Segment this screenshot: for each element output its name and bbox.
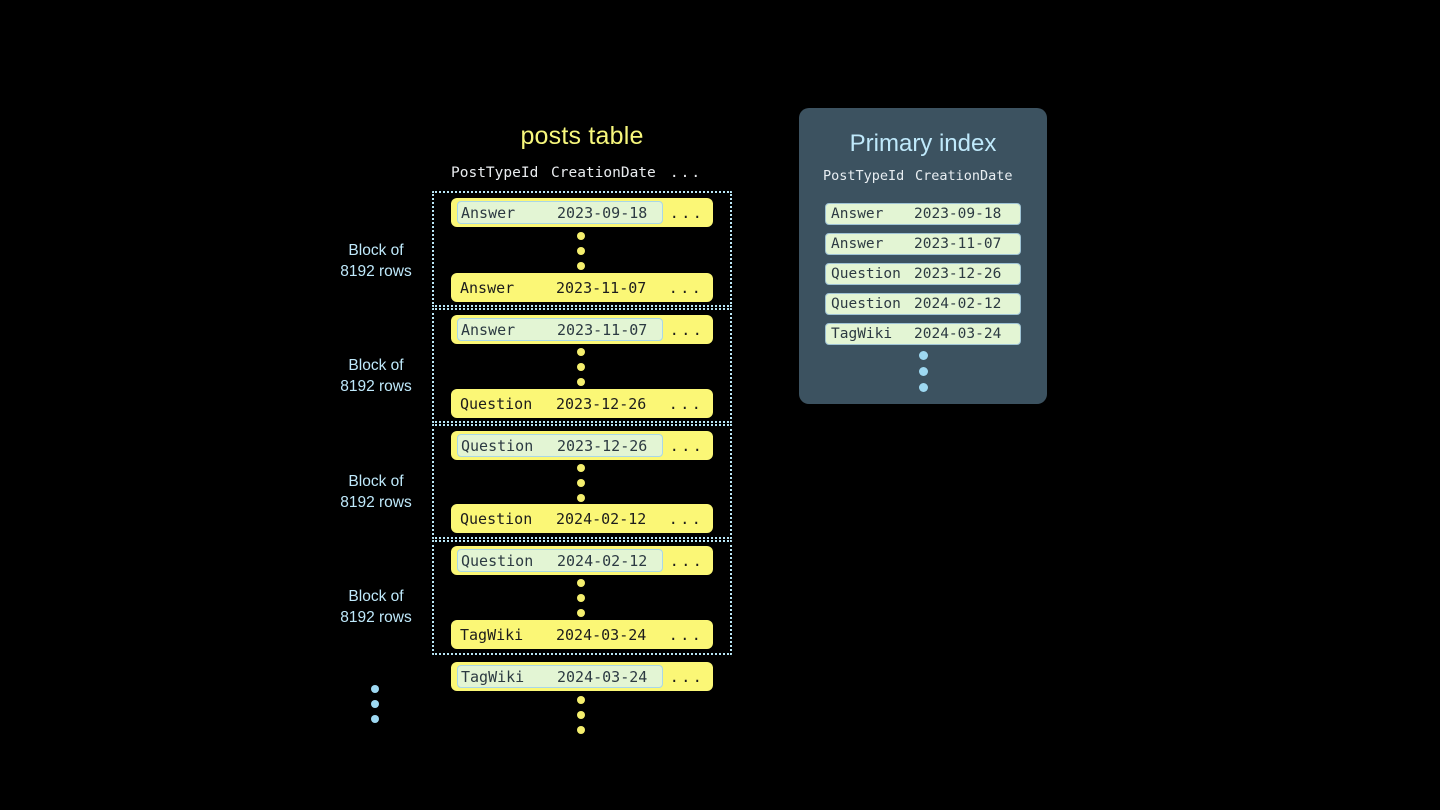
- index-cell-posttypeid: Answer: [831, 206, 884, 222]
- index-cell-creationdate: 2024-02-12: [914, 296, 1002, 312]
- blocks-ellipsis-vertical: [369, 685, 381, 723]
- index-column-header-posttypeid: PostTypeId: [823, 168, 905, 184]
- block-4-label-line1: Block of: [348, 588, 404, 605]
- primary-index-panel: Primary index PostTypeId CreationDate An…: [799, 108, 1047, 404]
- row-ellipsis-vertical: [575, 579, 587, 617]
- index-row[interactable]: Answer 2023-09-18: [825, 203, 1021, 225]
- cell-posttypeid: Answer: [461, 203, 516, 222]
- index-row[interactable]: Answer 2023-11-07: [825, 233, 1021, 255]
- primary-index-rows: Answer 2023-09-18 Answer 2023-11-07 Ques…: [825, 203, 1021, 353]
- cell-posttypeid: Answer: [461, 320, 516, 339]
- index-ellipsis-vertical: [799, 351, 1047, 392]
- cell-creationdate: 2023-12-26: [557, 436, 648, 455]
- cell-posttypeid: Question: [461, 436, 534, 455]
- row-ellipsis-vertical: [575, 348, 587, 386]
- row-key-cell: Answer 2023-09-18: [457, 201, 663, 224]
- row-key-cell: Answer 2023-11-07: [457, 276, 661, 299]
- cell-more: ...: [669, 320, 705, 339]
- cell-creationdate: 2024-03-24: [557, 667, 648, 686]
- block-2: [432, 308, 732, 423]
- block-2-label-line1: Block of: [348, 357, 404, 374]
- row-ellipsis-vertical: [575, 464, 587, 502]
- row-key-cell: Question 2024-02-12: [457, 549, 663, 572]
- posts-table-column-headers: PostTypeId CreationDate ...: [451, 165, 713, 181]
- table-row[interactable]: TagWiki 2024-03-24 ...: [451, 620, 713, 649]
- table-row[interactable]: Question 2023-12-26 ...: [451, 431, 713, 460]
- cell-more: ...: [669, 436, 705, 455]
- row-ellipsis-vertical: [575, 232, 587, 270]
- column-header-creationdate: CreationDate: [551, 165, 656, 181]
- block-3: [432, 424, 732, 539]
- cell-more: ...: [669, 203, 705, 222]
- block-3-label: Block of 8192 rows: [296, 471, 456, 513]
- cell-posttypeid: Answer: [460, 278, 515, 297]
- row-key-cell: Answer 2023-11-07: [457, 318, 663, 341]
- cell-creationdate: 2023-11-07: [556, 278, 647, 297]
- index-row[interactable]: Question 2023-12-26: [825, 263, 1021, 285]
- cell-posttypeid: Question: [460, 394, 533, 413]
- index-cell-posttypeid: TagWiki: [831, 326, 893, 342]
- block-2-label-line2: 8192 rows: [340, 378, 412, 395]
- cell-creationdate: 2024-03-24: [556, 625, 647, 644]
- index-row[interactable]: TagWiki 2024-03-24: [825, 323, 1021, 345]
- cell-creationdate: 2024-02-12: [556, 509, 647, 528]
- posts-table-title: posts table: [520, 122, 644, 150]
- block-4-label-line2: 8192 rows: [340, 609, 412, 626]
- block-3-label-line2: 8192 rows: [340, 494, 412, 511]
- index-row[interactable]: Question 2024-02-12: [825, 293, 1021, 315]
- block-2-label: Block of 8192 rows: [296, 355, 456, 397]
- table-row[interactable]: Answer 2023-11-07 ...: [451, 273, 713, 302]
- cell-posttypeid: TagWiki: [461, 667, 525, 686]
- cell-posttypeid: TagWiki: [460, 625, 524, 644]
- cell-more: ...: [669, 551, 705, 570]
- cell-more: ...: [668, 394, 704, 413]
- block-4-label: Block of 8192 rows: [296, 586, 456, 628]
- index-cell-posttypeid: Question: [831, 296, 901, 312]
- index-cell-creationdate: 2023-09-18: [914, 206, 1002, 222]
- index-cell-posttypeid: Answer: [831, 236, 884, 252]
- column-header-more: ...: [669, 165, 703, 181]
- cell-creationdate: 2023-12-26: [556, 394, 647, 413]
- cell-more: ...: [669, 667, 705, 686]
- table-row[interactable]: Answer 2023-11-07 ...: [451, 315, 713, 344]
- row-key-cell: Question 2023-12-26: [457, 392, 661, 415]
- block-1: [432, 191, 732, 307]
- cell-more: ...: [668, 509, 704, 528]
- table-row[interactable]: Question 2024-02-12 ...: [451, 504, 713, 533]
- index-column-header-creationdate: CreationDate: [915, 168, 1013, 184]
- index-cell-posttypeid: Question: [831, 266, 901, 282]
- cell-more: ...: [668, 625, 704, 644]
- row-key-cell: TagWiki 2024-03-24: [457, 623, 661, 646]
- cell-posttypeid: Question: [460, 509, 533, 528]
- cell-creationdate: 2023-11-07: [557, 320, 648, 339]
- index-cell-creationdate: 2023-12-26: [914, 266, 1002, 282]
- cell-creationdate: 2023-09-18: [557, 203, 648, 222]
- table-row[interactable]: Question 2024-02-12 ...: [451, 546, 713, 575]
- table-row[interactable]: TagWiki 2024-03-24 ...: [451, 662, 713, 691]
- block-1-label: Block of 8192 rows: [296, 240, 456, 282]
- index-cell-creationdate: 2024-03-24: [914, 326, 1002, 342]
- table-row[interactable]: Question 2023-12-26 ...: [451, 389, 713, 418]
- index-cell-creationdate: 2023-11-07: [914, 236, 1002, 252]
- column-header-posttypeid: PostTypeId: [451, 165, 539, 181]
- block-1-label-line1: Block of: [348, 242, 404, 259]
- block-3-label-line1: Block of: [348, 473, 404, 490]
- block-1-label-line2: 8192 rows: [340, 263, 412, 280]
- block-4: [432, 540, 732, 655]
- cell-posttypeid: Question: [461, 551, 534, 570]
- cell-more: ...: [668, 278, 704, 297]
- cell-creationdate: 2024-02-12: [557, 551, 648, 570]
- table-row[interactable]: Answer 2023-09-18 ...: [451, 198, 713, 227]
- primary-index-column-headers: PostTypeId CreationDate: [823, 168, 1023, 184]
- primary-index-title: Primary index: [849, 130, 997, 157]
- row-key-cell: Question 2023-12-26: [457, 434, 663, 457]
- table-ellipsis-vertical: [575, 696, 587, 734]
- row-key-cell: TagWiki 2024-03-24: [457, 665, 663, 688]
- row-key-cell: Question 2024-02-12: [457, 507, 661, 530]
